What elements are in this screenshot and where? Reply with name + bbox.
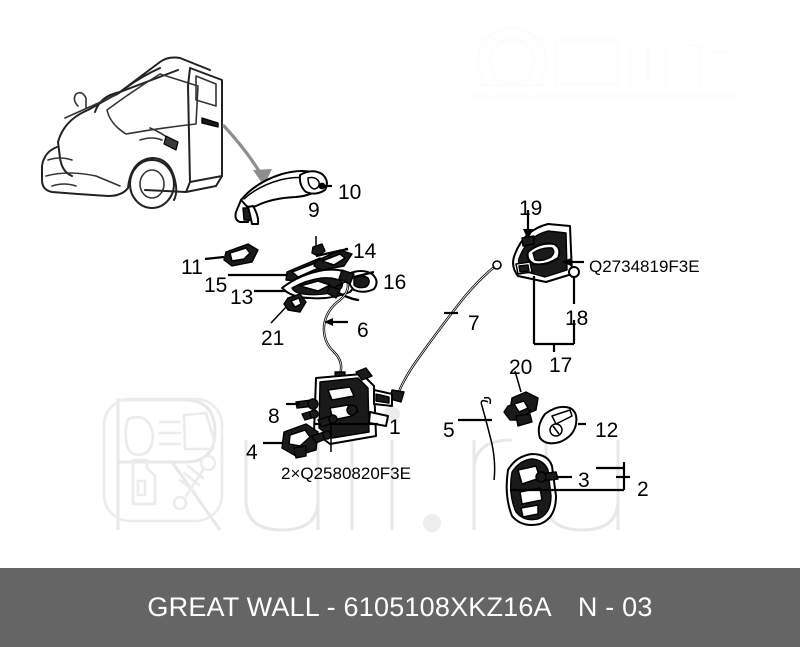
callout-arrow-to-handle xyxy=(222,124,272,186)
callout-6: 6 xyxy=(357,319,369,342)
callout-15: 15 xyxy=(204,274,228,297)
callout-21: 21 xyxy=(261,327,285,350)
car-door-icon xyxy=(182,411,216,451)
callout-3: 3 xyxy=(578,469,590,492)
part-2-door-latch-assembly xyxy=(505,453,630,526)
part-12-handle-cap xyxy=(537,405,586,445)
callout-16: 16 xyxy=(383,271,407,294)
callout-13: 13 xyxy=(230,286,254,309)
callout-17: 17 xyxy=(549,354,573,377)
part-8-lock-screw xyxy=(286,398,319,410)
part-number-q2734819: Q2734819F3E xyxy=(589,257,700,276)
part-10-outer-door-handle xyxy=(234,170,332,225)
part-number-q2580820: 2×Q2580820F3E xyxy=(281,464,411,483)
vehicle-illustration xyxy=(41,56,223,209)
oil-bottle-icon xyxy=(131,458,157,506)
footer-brand-partnumber: GREAT WALL - 6105108XKZ16A xyxy=(147,592,552,622)
part-3-latch-screw xyxy=(535,466,624,483)
part-17-inner-handle-bezel xyxy=(512,210,584,352)
footer-section-code: N - 03 xyxy=(577,592,653,622)
callout-10: 10 xyxy=(338,181,362,204)
footer-bar: GREAT WALL - 6105108XKZ16A N - 03 xyxy=(0,568,800,647)
callout-8: 8 xyxy=(268,405,280,428)
callout-4: 4 xyxy=(246,441,258,464)
callout-7: 7 xyxy=(468,312,480,335)
callout-9: 9 xyxy=(308,199,320,222)
callout-18: 18 xyxy=(565,307,589,330)
part-18-bezel-pin xyxy=(568,266,580,304)
part-7-lock-control-cable xyxy=(389,260,502,403)
callout-12: 12 xyxy=(595,419,619,442)
callout-11: 11 xyxy=(181,256,203,279)
part-14-handle-retainer xyxy=(313,247,353,271)
part-20-rod-clip xyxy=(503,370,539,427)
callout-2: 2 xyxy=(637,478,649,501)
shock-absorber-icon xyxy=(172,454,217,511)
watermark-logo xyxy=(102,397,224,523)
callout-19: 19 xyxy=(519,197,543,220)
part-21-cable-clip xyxy=(270,293,307,324)
callout-20: 20 xyxy=(509,356,533,379)
part-9-handle-clip xyxy=(311,236,326,257)
part-screws-q2580820 xyxy=(311,414,338,452)
part-5-lock-link-rod xyxy=(458,396,496,481)
part-4-door-striker xyxy=(263,404,359,459)
top-watermark xyxy=(468,27,740,97)
part-19-bezel-screw xyxy=(521,210,535,247)
part-11-lock-cylinder-cover xyxy=(204,243,259,267)
callout-14: 14 xyxy=(353,240,377,263)
callout-1: 1 xyxy=(389,416,401,439)
headlight-icon xyxy=(124,415,182,457)
callout-5: 5 xyxy=(443,419,455,442)
